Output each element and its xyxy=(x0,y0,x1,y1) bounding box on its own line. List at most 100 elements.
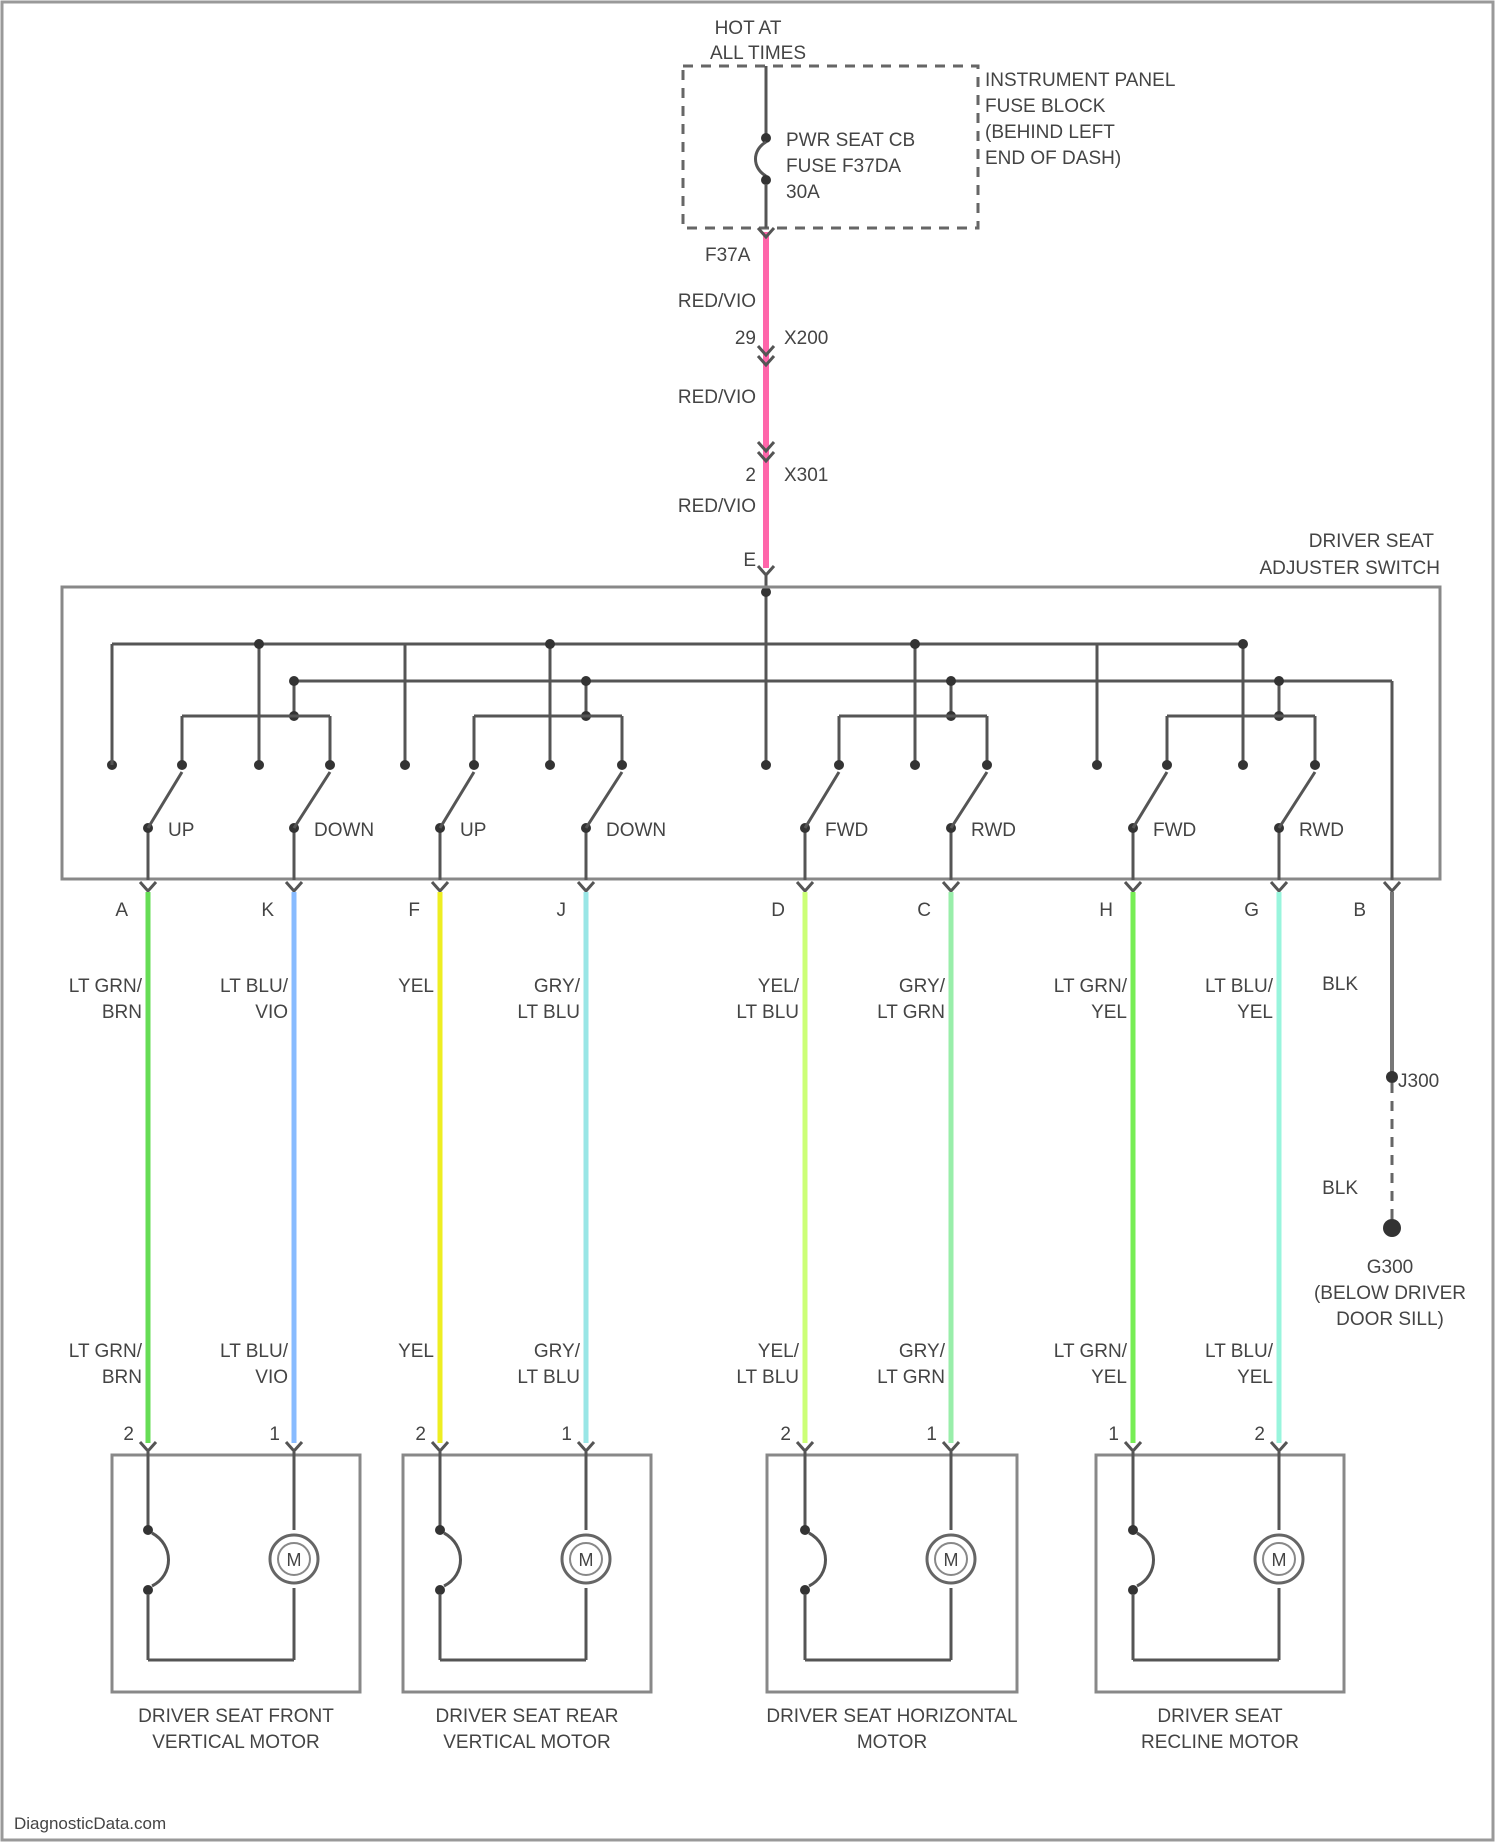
pair-2-ground-left-contact xyxy=(834,760,844,770)
breaker-terminal-bottom xyxy=(435,1585,445,1595)
pair-3-feed-right-junction xyxy=(1238,639,1248,649)
wire-color-lower-2: LT BLU xyxy=(517,1367,580,1388)
motor-pin-label: 2 xyxy=(123,1424,134,1445)
connector-x200-name: X200 xyxy=(784,328,828,349)
wire-color-upper-2: YEL xyxy=(1091,1002,1127,1023)
pair-1-feed-left-contact xyxy=(400,760,410,770)
wire-color-lower-2: YEL xyxy=(1237,1367,1273,1388)
motor-pin-label: 1 xyxy=(561,1424,572,1445)
adjuster-switch-label-1: DRIVER SEAT xyxy=(1309,531,1435,552)
motor-symbol-label: M xyxy=(1272,1550,1287,1570)
wire-color-lower-1: YEL xyxy=(398,1341,434,1362)
motor-pin-label: 1 xyxy=(926,1424,937,1445)
switch-contact-down-label: DOWN xyxy=(314,820,374,841)
switch-contact-up-label: UP xyxy=(460,820,486,841)
ground-pin-label: B xyxy=(1353,900,1366,921)
ground-splice-label: J300 xyxy=(1398,1071,1439,1092)
thermal-breaker-symbol xyxy=(1137,1533,1154,1586)
fuse-pin-label: F37A xyxy=(705,245,751,266)
pair-0-ground-right-contact xyxy=(325,760,335,770)
wire-color-lower-1: LT GRN/ xyxy=(69,1341,143,1362)
motor-name-1: DRIVER SEAT HORIZONTAL xyxy=(766,1706,1017,1727)
breaker-terminal-top xyxy=(143,1525,153,1535)
ground-pin-connector xyxy=(1384,882,1400,891)
wire-color-upper-1: GRY/ xyxy=(534,976,581,997)
wire-color-lower-1: LT BLU/ xyxy=(1205,1341,1274,1362)
pair-0-ground-left-contact xyxy=(177,760,187,770)
pair-2-feed-right-junction xyxy=(910,639,920,649)
breaker-terminal-bottom xyxy=(143,1585,153,1595)
motor-pin-connector xyxy=(578,1442,594,1451)
switch-feed-pin: E xyxy=(743,550,756,571)
motor-pin-label: 1 xyxy=(269,1424,280,1445)
breaker-terminal-top xyxy=(800,1525,810,1535)
switch-pin-label: H xyxy=(1099,900,1113,921)
motor-name-2: VERTICAL MOTOR xyxy=(443,1732,611,1753)
wire-color-lower-1: YEL/ xyxy=(758,1341,800,1362)
fuse-label-1: PWR SEAT CB xyxy=(786,130,915,151)
thermal-breaker-symbol xyxy=(152,1533,169,1586)
motor-name-2: RECLINE MOTOR xyxy=(1141,1732,1299,1753)
switch-pin-connector xyxy=(578,882,594,891)
switch-pin-label: D xyxy=(771,900,785,921)
wire-color-lower-2: LT BLU xyxy=(736,1367,799,1388)
feed-wire-color-3: RED/VIO xyxy=(678,496,756,517)
motor-symbol-label: M xyxy=(944,1550,959,1570)
hot-at-all-times-label: HOT AT xyxy=(715,18,782,39)
pair-1-feed-right-junction xyxy=(545,639,555,649)
feed-wire-color-2: RED/VIO xyxy=(678,387,756,408)
wire-color-upper-1: GRY/ xyxy=(899,976,946,997)
pair-2-ground-right-contact xyxy=(982,760,992,770)
motor-pin-label: 2 xyxy=(1254,1424,1265,1445)
wire-color-upper-2: VIO xyxy=(255,1002,288,1023)
wire-color-upper-1: YEL xyxy=(398,976,434,997)
fuse-block-label-1: INSTRUMENT PANEL xyxy=(985,70,1175,91)
motor-pin-connector xyxy=(1125,1442,1141,1451)
pair-1-feed-right-contact xyxy=(545,760,555,770)
adjuster-switch-box xyxy=(62,587,1440,879)
connector-x301-pin: 2 xyxy=(745,465,756,486)
motor-pin-label: 2 xyxy=(415,1424,426,1445)
wire-color-lower-1: GRY/ xyxy=(899,1341,946,1362)
fuse-block-label-4: END OF DASH) xyxy=(985,148,1121,169)
wire-color-upper-1: LT GRN/ xyxy=(69,976,143,997)
adjuster-switch-label-2: ADJUSTER SWITCH xyxy=(1260,558,1441,579)
wire-color-lower-1: LT GRN/ xyxy=(1054,1341,1128,1362)
wire-color-upper-2: LT BLU xyxy=(517,1002,580,1023)
circuit-wires xyxy=(140,882,1287,1451)
motor-pin-label: 2 xyxy=(780,1424,791,1445)
pair-2-feed-right-contact xyxy=(910,760,920,770)
pair-3-ground-right-contact xyxy=(1310,760,1320,770)
thermal-breaker-symbol xyxy=(444,1533,461,1586)
ground-location-1: (BELOW DRIVER xyxy=(1314,1283,1466,1304)
wire-color-lower-2: YEL xyxy=(1091,1367,1127,1388)
fuse-terminal-bottom xyxy=(761,175,771,185)
switch-contact-up-label: UP xyxy=(168,820,194,841)
fuse-block-label-3: (BEHIND LEFT xyxy=(985,122,1115,143)
switch-contact-down-label: DOWN xyxy=(606,820,666,841)
wire-color-lower-1: LT BLU/ xyxy=(220,1341,289,1362)
breaker-terminal-top xyxy=(435,1525,445,1535)
wire-color-upper-1: LT BLU/ xyxy=(220,976,289,997)
motor-symbol-label: M xyxy=(579,1550,594,1570)
fuse-symbol xyxy=(756,142,767,176)
feed-wire-color-1: RED/VIO xyxy=(678,291,756,312)
switch-pin-connector xyxy=(943,882,959,891)
wire-color-lower-1: GRY/ xyxy=(534,1341,581,1362)
motor-pin-connector xyxy=(797,1442,813,1451)
switch-contact-rwd-label: RWD xyxy=(971,820,1016,841)
switch-pin-label: G xyxy=(1244,900,1259,921)
motor-name-1: DRIVER SEAT xyxy=(1157,1706,1283,1727)
wire-color-upper-2: YEL xyxy=(1237,1002,1273,1023)
switch-pin-label: F xyxy=(408,900,420,921)
hot-at-all-times-label-2: ALL TIMES xyxy=(710,43,806,64)
switch-pin-label: K xyxy=(261,900,274,921)
wire-color-upper-2: BRN xyxy=(102,1002,142,1023)
connector-x200-pin: 29 xyxy=(735,328,756,349)
pair-1-ground-junction xyxy=(581,676,591,686)
wire-color-lower-2: LT GRN xyxy=(877,1367,945,1388)
switch-pin-label: C xyxy=(917,900,931,921)
motor-pin-connector xyxy=(432,1442,448,1451)
